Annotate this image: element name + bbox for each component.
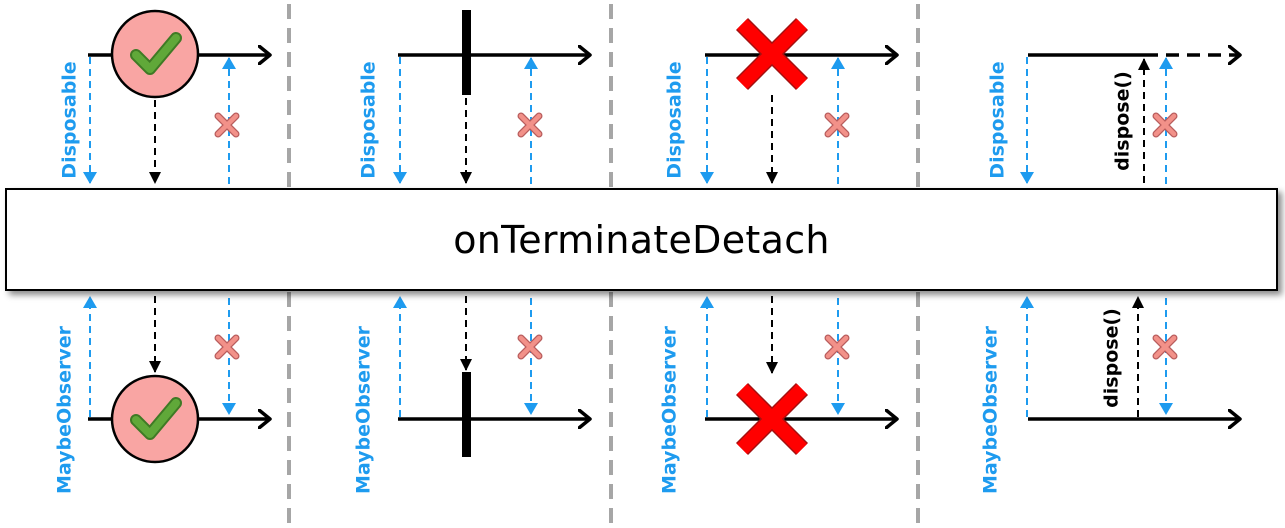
cancel-x-icon [218,338,236,356]
dispose-call-label: dispose() [1101,308,1123,408]
maybeobserver-label: MaybeObserver [659,325,681,494]
disposable-label: Disposable [358,61,380,178]
maybeobserver-label: MaybeObserver [54,325,76,494]
disposable-label: Disposable [987,61,1009,178]
completion-bar-icon [462,10,471,95]
disposable-label: Disposable [664,61,686,178]
success-check-icon [112,11,198,97]
panel-completion: Disposable MaybeObserver [353,10,591,494]
completion-bar-icon [462,372,471,457]
operator-box: onTerminateDetach [5,188,1278,291]
success-check-icon [112,376,198,462]
maybeobserver-label: MaybeObserver [980,325,1002,494]
operator-title: onTerminateDetach [453,217,830,262]
panel-dispose: dispose() dispose() Disposable MaybeObse… [980,55,1241,494]
panel-success: Disposable MaybeObserver [54,11,271,494]
maybeobserver-label: MaybeObserver [353,325,375,494]
cancel-x-icon [218,116,236,134]
panel-error: Disposable MaybeObserver [659,24,898,494]
dispose-call-label: dispose() [1112,71,1134,171]
panel-dividers [287,4,920,524]
disposable-label: Disposable [59,61,81,178]
